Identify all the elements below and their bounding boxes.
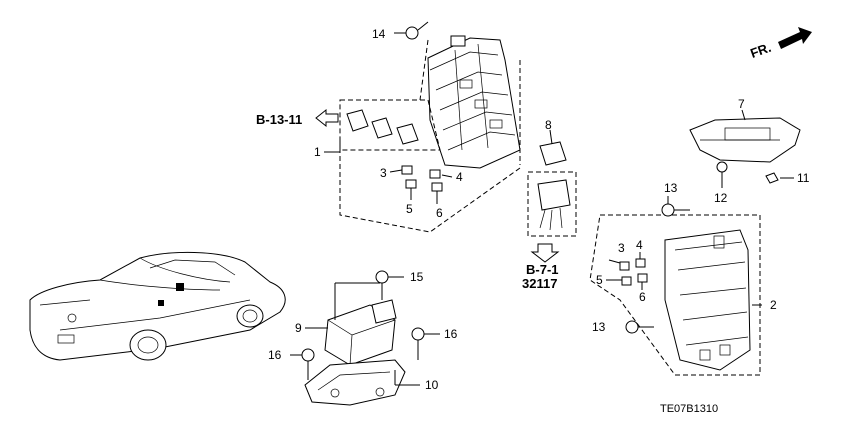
label-part-3-upper: 3 — [380, 166, 387, 180]
label-part-13-bottom: 13 — [592, 320, 606, 334]
label-part-9: 9 — [295, 321, 302, 335]
label-part-7: 7 — [738, 97, 745, 111]
vehicle-illustration — [29, 251, 286, 361]
fuse-set-upper — [401, 165, 443, 192]
bolt-13-bottom — [625, 320, 654, 334]
label-part-6-lower: 6 — [639, 290, 646, 304]
reference-b7-1: B-7-1 32117 — [522, 243, 560, 291]
label-part-1: 1 — [314, 145, 321, 159]
bracket-10 — [304, 359, 406, 406]
part-number-labels: 1 2 3 3 4 4 5 5 6 6 7 8 9 10 11 12 13 13… — [268, 27, 810, 392]
fuse-box-outline — [339, 140, 521, 233]
relay-connector — [537, 179, 571, 231]
label-part-3-lower: 3 — [618, 241, 625, 255]
label-part-5-lower: 5 — [596, 273, 603, 287]
bolt-16-left — [290, 348, 315, 380]
label-part-16-left: 16 — [268, 348, 282, 362]
reference-b13-11: B-13-11 — [256, 108, 339, 128]
location-marker-2 — [158, 300, 164, 306]
label-part-6-upper: 6 — [436, 206, 443, 220]
label-part-10: 10 — [425, 378, 439, 392]
label-part-12: 12 — [714, 191, 728, 205]
label-part-5-upper: 5 — [406, 202, 413, 216]
fuse-box-assembly — [427, 35, 521, 169]
location-marker-1 — [176, 283, 184, 291]
front-direction-arrow: FR. — [748, 27, 812, 61]
label-part-16-right: 16 — [444, 327, 458, 341]
front-label: FR. — [748, 40, 773, 61]
ref-b7-sub: 32117 — [522, 276, 557, 291]
module-7 — [689, 109, 801, 184]
bolt-15 — [375, 270, 404, 300]
label-part-8: 8 — [545, 118, 552, 132]
relay-cluster — [346, 109, 419, 145]
label-part-15: 15 — [410, 270, 424, 284]
leader-lines — [305, 151, 794, 329]
relay-8 — [539, 129, 567, 166]
bolt-16-right — [411, 327, 440, 360]
label-part-11: 11 — [797, 171, 810, 185]
bolt-13-top — [661, 196, 690, 217]
label-part-13-top: 13 — [664, 181, 678, 195]
module-9 — [324, 299, 397, 366]
connector-box — [527, 171, 577, 237]
bolt-14 — [394, 21, 429, 40]
label-part-4-upper: 4 — [456, 170, 463, 184]
control-unit-outline — [589, 214, 761, 376]
label-part-4-lower: 4 — [636, 238, 643, 252]
fuse-set-lower — [619, 258, 648, 286]
control-unit-2 — [664, 229, 751, 371]
ref-b13-label: B-13-11 — [256, 112, 302, 127]
label-part-2: 2 — [770, 298, 777, 312]
relay-group-box — [339, 99, 441, 151]
diagram-code: TE07B1310 — [660, 403, 718, 415]
label-part-14: 14 — [372, 27, 386, 41]
ref-b7-label: B-7-1 — [526, 262, 559, 277]
